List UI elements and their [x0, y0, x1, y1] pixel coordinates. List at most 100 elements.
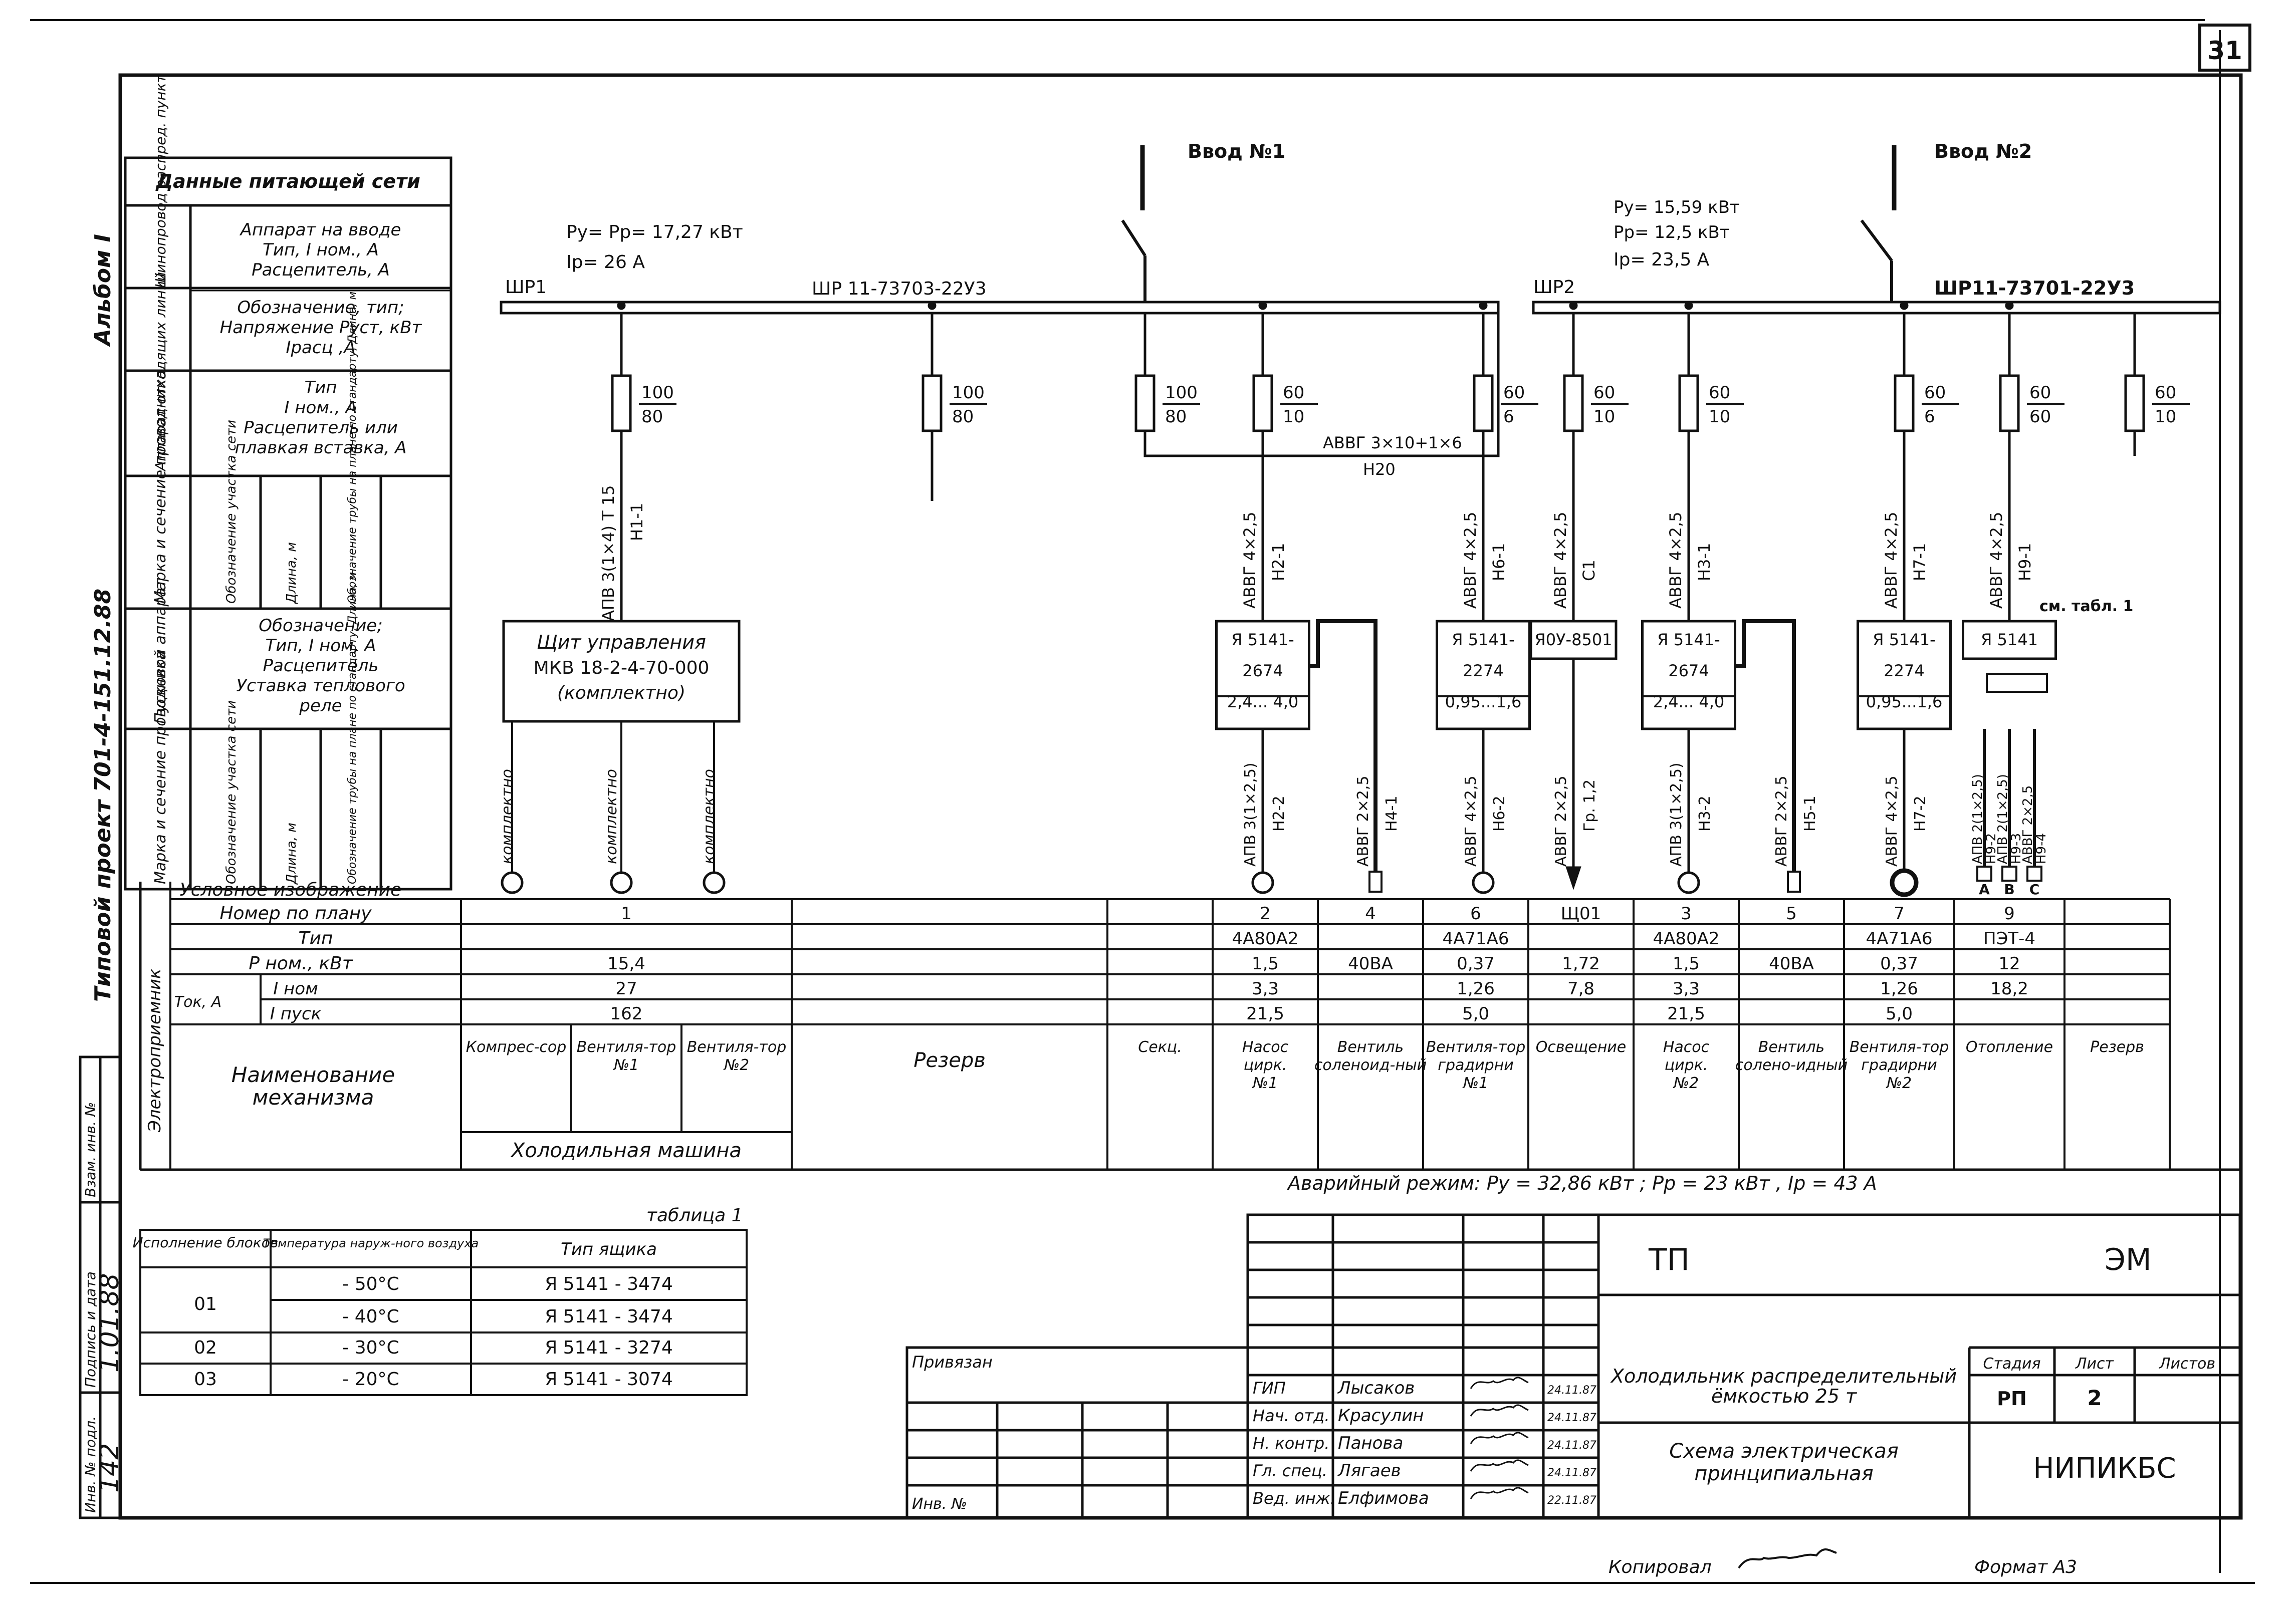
starter-label: Я 5141- [1657, 630, 1720, 649]
title-code-left: ТП [1648, 1242, 1690, 1277]
table1-box-type: Я 5141 - 3074 [545, 1369, 673, 1390]
title-drawing-line1: Схема электрическая [1669, 1440, 1899, 1463]
person-date: 22.11.87 [1547, 1494, 1596, 1507]
heater-cable-code: Н9-4 [2034, 833, 2049, 864]
starter-box [1436, 620, 1531, 730]
fuse-rating-top: 60 [1709, 383, 1730, 403]
cable-code: Н6-1 [1489, 543, 1508, 581]
person-signature [1470, 1432, 1529, 1444]
cable-mark: АВВГ 4×2,5 [1461, 511, 1480, 609]
panel1-name: ШР1 [505, 277, 547, 298]
g2-line1: Тип [304, 378, 337, 398]
side-inventory: Инв. № подл. [82, 1416, 99, 1513]
table1-box-type: Я 5141 - 3474 [545, 1274, 673, 1294]
receiver-pnom: 1,5 [1673, 954, 1700, 974]
g3-col2: Длина, м [284, 542, 299, 604]
fuse-rating-bottom: 60 [2029, 407, 2051, 427]
motor-symbol [1677, 871, 1700, 894]
mech-name: Вентиля-тор [577, 1038, 676, 1056]
g1-row1-line1: Аппарат на вводе [240, 220, 401, 240]
stage-header: Стадия [1983, 1355, 2040, 1373]
receiver-plan: 9 [2004, 904, 2015, 924]
heater-cable-mark: АПВ 2(1×2,5) [1970, 774, 1985, 864]
receiver-plan: 3 [1681, 904, 1692, 924]
cable2-code: Н7-2 [1912, 795, 1929, 832]
fuse-rating-top: 60 [1283, 383, 1304, 403]
lighting-arrow [1565, 866, 1581, 890]
person-date: 24.11.87 [1547, 1439, 1596, 1452]
side-inventory-value: 142 [95, 1443, 125, 1493]
g4-line5: реле [299, 696, 342, 716]
receiver-inom: 3,3 [1673, 979, 1700, 999]
cable-code: Н3-1 [1695, 543, 1714, 581]
complete-2: комплектно [603, 769, 620, 864]
heater-cable-mark: АВВГ 2×2,5 [2020, 785, 2035, 864]
receiver-inom: 1,26 [1457, 979, 1495, 999]
fuse-rating-bottom: 10 [1283, 407, 1304, 427]
mech-name: Вентиль [1337, 1038, 1404, 1056]
person-name: Панова [1338, 1433, 1403, 1453]
busbar-tap [1479, 301, 1488, 310]
cable-mark: АВВГ 4×2,5 [1240, 511, 1259, 609]
cable-code: С1 [1579, 560, 1598, 581]
starter-label: 2274 [1884, 661, 1924, 680]
inventory-no-label: Инв. № [912, 1495, 967, 1513]
cable2-mark: АПВ 3(1×2,5) [1242, 762, 1259, 867]
bound-label: Привязан [912, 1353, 993, 1372]
cable2-code: Н2-2 [1270, 795, 1288, 832]
sheet-number: 31 [2207, 36, 2242, 65]
fuse-rating-top: 100 [641, 383, 674, 403]
fuse-symbol [1894, 374, 1915, 432]
solenoid-symbol [1368, 871, 1383, 893]
person-date: 24.11.87 [1547, 1467, 1596, 1479]
sheet-value: 2 [2087, 1386, 2102, 1410]
cond-image-label: Условное изображение [180, 880, 401, 900]
table1-block: 03 [194, 1369, 217, 1390]
side-signature: Подпись и дата [82, 1271, 99, 1388]
mech-name: Вентиля-тор [1426, 1038, 1526, 1056]
cable-code: Н1-1 [627, 503, 646, 541]
cable-code: Н9-1 [2015, 543, 2034, 581]
mech-name: Отопление [1966, 1038, 2053, 1056]
table1-block: 01 [194, 1294, 217, 1314]
table1-block: 02 [194, 1338, 217, 1358]
starter-box [1529, 620, 1618, 660]
starter-label: 2674 [1668, 661, 1709, 680]
copied-signature [1738, 1548, 1837, 1569]
fuse-symbol [1134, 374, 1156, 432]
input1-label: Ввод №1 [1188, 140, 1285, 162]
sheet-header: Лист [2075, 1355, 2115, 1373]
fuse-rating: 606 [1922, 383, 1959, 427]
fuse-rating-top: 60 [2155, 383, 2176, 403]
receiver-pnom: 0,37 [1880, 954, 1918, 974]
mech-name: соленоид-ный [1314, 1056, 1427, 1074]
fuse-symbol [1999, 374, 2020, 432]
g2-line3: Расцепитель или [244, 418, 398, 438]
busbar-shr1 [500, 301, 1500, 315]
mech-name: Вентиля-тор [1850, 1038, 1949, 1056]
g4-line4: Уставка теплового [236, 676, 405, 696]
heater-phase-label: А [1979, 881, 1990, 898]
fuse-rating-top: 100 [952, 383, 985, 403]
receiver-ipusk: 21,5 [1246, 1004, 1284, 1024]
receiver-ipusk: 162 [610, 1004, 643, 1024]
side-replace-inv: Взам. инв. № [82, 1102, 99, 1197]
cable-mark: АВВГ 4×2,5 [1551, 511, 1570, 609]
busbar-tap [2005, 301, 2014, 310]
person-date: 24.11.87 [1547, 1412, 1596, 1424]
fuse-rating-top: 100 [1165, 383, 1198, 403]
table1-temp: - 20°С [342, 1369, 399, 1390]
cable-mark: АВВГ 4×2,5 [1987, 511, 2006, 609]
receiver-type: ПЭТ-4 [1983, 929, 2035, 949]
heater-phase-label: В [2004, 881, 2014, 898]
mech-name: Резерв [2090, 1038, 2144, 1056]
cable-mark: АВВГ 4×2,5 [1666, 511, 1685, 609]
mech-name: №2 [1673, 1075, 1699, 1092]
fuse-symbol [1678, 374, 1699, 432]
table1-box-type: Я 5141 - 3274 [545, 1338, 673, 1358]
album-label: Альбом I [90, 234, 116, 347]
mech-name: градирни [1861, 1056, 1937, 1074]
